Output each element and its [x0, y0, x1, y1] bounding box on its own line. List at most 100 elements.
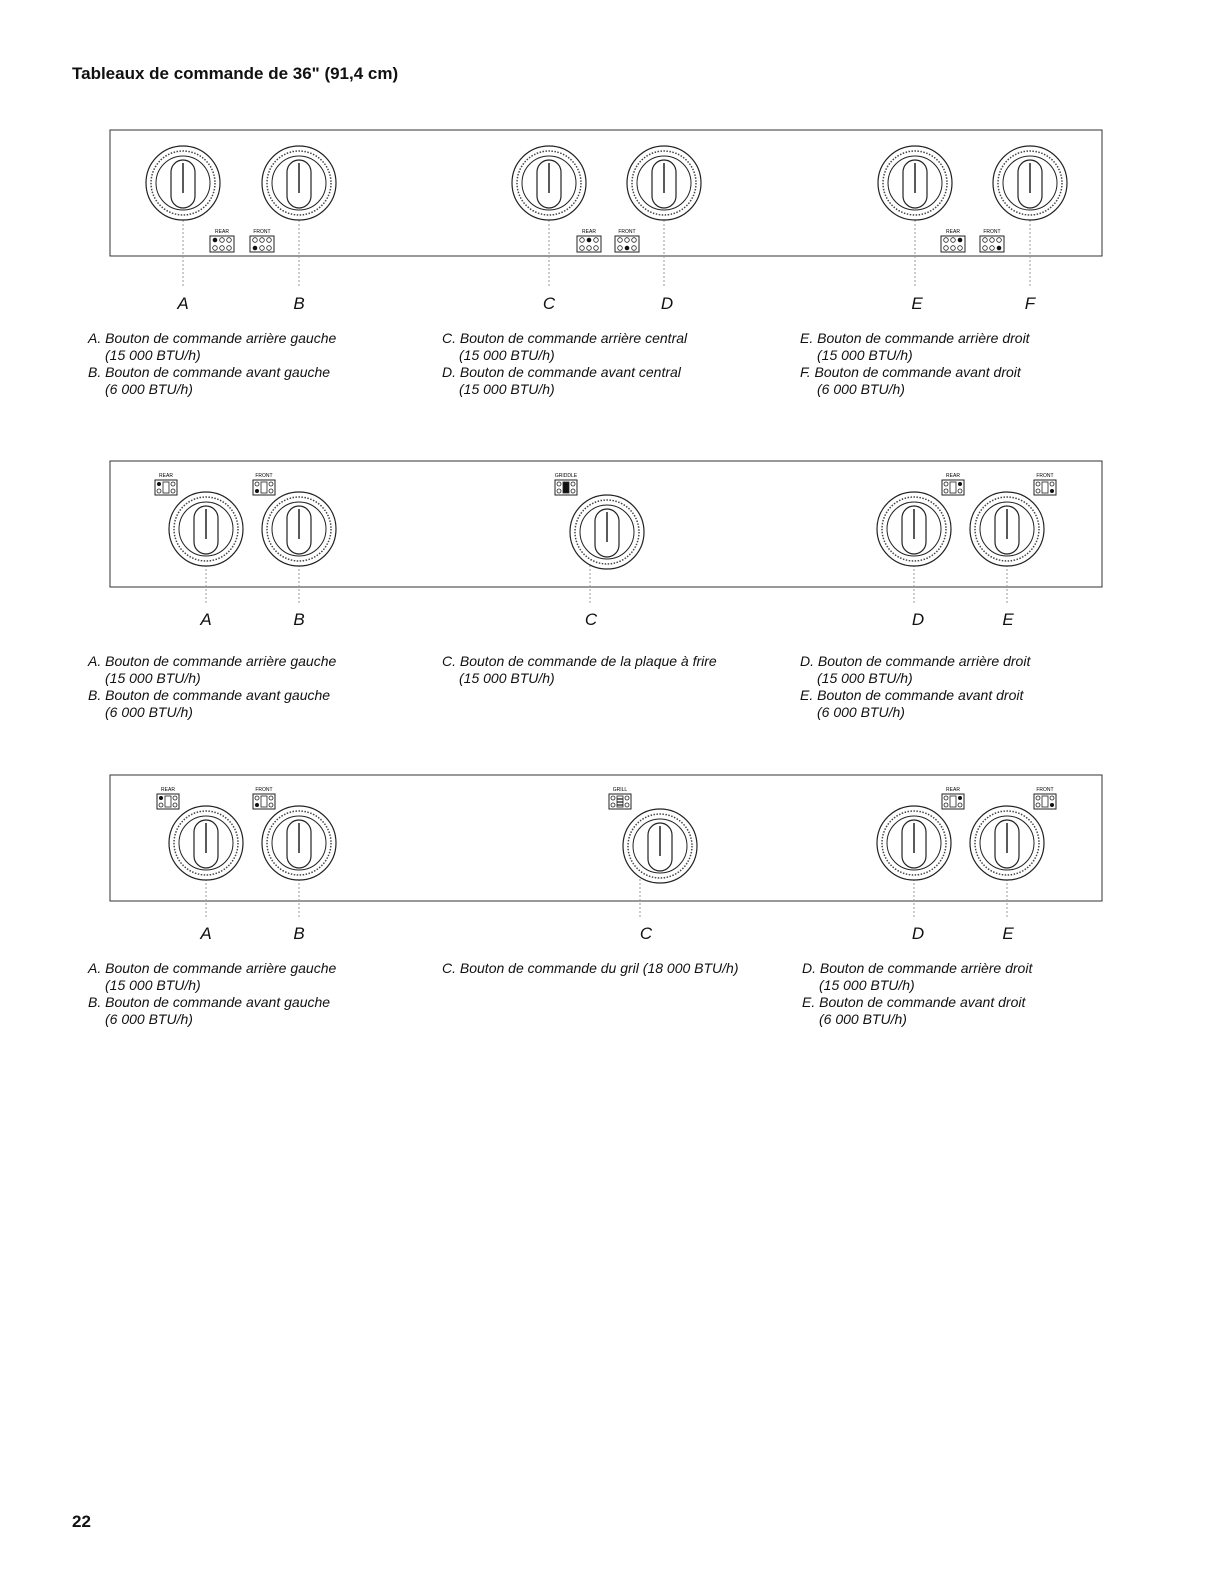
knob-d: [876, 805, 952, 918]
knob-b: [261, 491, 337, 604]
caption-e-btu: (6 000 BTU/h): [817, 704, 905, 720]
svg-text:REAR: REAR: [159, 473, 173, 479]
callout-letter-b: B: [293, 924, 304, 943]
caption-a-btu: (15 000 BTU/h): [105, 977, 201, 993]
knob-c: [569, 494, 645, 604]
callout-letter-e: E: [1002, 924, 1014, 943]
caption-a-label: A. Bouton de commande arrière gauche: [88, 653, 337, 669]
callout-letter-a: A: [176, 294, 188, 313]
page-title: Tableaux de commande de 36" (91,4 cm): [72, 64, 399, 83]
knob-c: [622, 808, 698, 918]
burner-indicator-right: REAR FRONT: [940, 229, 1005, 253]
caption-b-label: B. Bouton de commande avant gauche: [88, 364, 331, 380]
knob-c: [511, 145, 587, 288]
burner-indicator-center: REAR FRONT: [576, 229, 640, 253]
callout-letter-c: C: [543, 294, 556, 313]
svg-text:REAR: REAR: [946, 473, 960, 479]
callout-letter-e: E: [1002, 610, 1014, 629]
knob-a: [168, 805, 244, 918]
svg-text:REAR: REAR: [161, 787, 175, 793]
caption-b-label: B. Bouton de commande avant gauche: [88, 994, 331, 1010]
burner-indicator-rear-left: REAR: [154, 473, 178, 496]
knob-f: [992, 145, 1068, 288]
svg-text:GRIDDLE: GRIDDLE: [555, 473, 578, 479]
burner-indicator-rear-right: REAR: [941, 473, 965, 496]
callout-letter-c: C: [585, 610, 598, 629]
caption-column-right: E. Bouton de commande arrière droit (15 …: [800, 330, 1030, 398]
caption-c-label: C. Bouton de commande de la plaque à fri…: [442, 653, 717, 669]
knob-e: [877, 145, 953, 288]
caption-e-btu: (6 000 BTU/h): [819, 1011, 907, 1027]
burner-indicator-left: REAR FRONT: [209, 229, 275, 253]
caption-b-label: B. Bouton de commande avant gauche: [88, 687, 331, 703]
caption-column-left: A. Bouton de commande arrière gauche (15…: [88, 960, 336, 1028]
caption-d-btu: (15 000 BTU/h): [459, 381, 555, 397]
callout-letter-d: D: [912, 610, 924, 629]
caption-column-center: C. Bouton de commande arrière central (1…: [442, 330, 687, 398]
callout-letter-d: D: [661, 294, 673, 313]
callout-letter-a: A: [199, 610, 211, 629]
knob-e: [969, 491, 1045, 604]
caption-c-btu: (15 000 BTU/h): [459, 670, 555, 686]
callout-letter-a: A: [199, 924, 211, 943]
control-panel-2-diagram: REAR FRONT GRIDDLE REAR: [109, 460, 1103, 629]
caption-e-label: E. Bouton de commande avant droit: [800, 687, 1024, 703]
burner-indicator-rear-left: REAR: [156, 787, 180, 810]
svg-text:REAR: REAR: [946, 787, 960, 793]
page-number: 22: [72, 1512, 91, 1531]
svg-text:FRONT: FRONT: [1036, 787, 1053, 793]
svg-text:FRONT: FRONT: [618, 229, 635, 235]
caption-a-btu: (15 000 BTU/h): [105, 670, 201, 686]
burner-indicator-front-right: FRONT: [1033, 787, 1057, 810]
svg-text:FRONT: FRONT: [1036, 473, 1053, 479]
caption-a-label: A. Bouton de commande arrière gauche: [88, 960, 337, 976]
svg-text:FRONT: FRONT: [253, 229, 270, 235]
svg-text:FRONT: FRONT: [255, 787, 272, 793]
caption-column-right: D. Bouton de commande arrière droit (15 …: [802, 960, 1032, 1028]
caption-c-btu: (15 000 BTU/h): [459, 347, 555, 363]
caption-column-right: D. Bouton de commande arrière droit (15 …: [800, 653, 1030, 721]
callout-letter-f: F: [1025, 294, 1037, 313]
svg-text:REAR: REAR: [582, 229, 596, 235]
knob-d: [626, 145, 702, 288]
caption-b-btu: (6 000 BTU/h): [105, 381, 193, 397]
burner-indicator-rear-right: REAR: [941, 787, 965, 810]
caption-d-label: D. Bouton de commande avant central: [442, 364, 681, 380]
knob-a: [145, 145, 221, 288]
control-panel-1-diagram: REAR FRONT REAR FRONT REAR FRONT A B C D…: [109, 129, 1103, 313]
caption-b-btu: (6 000 BTU/h): [105, 1011, 193, 1027]
callout-letter-e: E: [911, 294, 923, 313]
caption-column-center: C. Bouton de commande du gril (18 000 BT…: [442, 960, 739, 977]
caption-e-label: E. Bouton de commande arrière droit: [800, 330, 1030, 346]
svg-text:FRONT: FRONT: [983, 229, 1000, 235]
callout-letter-b: B: [293, 610, 304, 629]
caption-b-btu: (6 000 BTU/h): [105, 704, 193, 720]
caption-d-btu: (15 000 BTU/h): [817, 670, 913, 686]
control-panel-3-diagram: REAR FRONT GRILL REAR: [109, 774, 1103, 943]
caption-f-label: F. Bouton de commande avant droit: [800, 364, 1021, 380]
knob-a: [168, 491, 244, 604]
caption-e-btu: (15 000 BTU/h): [817, 347, 913, 363]
caption-a-btu: (15 000 BTU/h): [105, 347, 201, 363]
griddle-indicator: GRIDDLE: [554, 473, 578, 496]
callout-letter-d: D: [912, 924, 924, 943]
svg-text:REAR: REAR: [946, 229, 960, 235]
svg-text:GRILL: GRILL: [613, 787, 628, 793]
caption-c-label: C. Bouton de commande arrière central: [442, 330, 688, 346]
caption-d-label: D. Bouton de commande arrière droit: [800, 653, 1031, 669]
caption-column-left: A. Bouton de commande arrière gauche (15…: [88, 330, 336, 398]
caption-d-label: D. Bouton de commande arrière droit: [802, 960, 1033, 976]
knob-e: [969, 805, 1045, 918]
grill-indicator: GRILL: [608, 787, 632, 810]
callout-letter-c: C: [640, 924, 653, 943]
burner-indicator-front-right: FRONT: [1033, 473, 1057, 496]
burner-indicator-front-left: FRONT: [252, 473, 276, 496]
svg-text:REAR: REAR: [215, 229, 229, 235]
caption-column-center: C. Bouton de commande de la plaque à fri…: [442, 653, 717, 687]
caption-d-btu: (15 000 BTU/h): [819, 977, 915, 993]
caption-a-label: A. Bouton de commande arrière gauche: [88, 330, 337, 346]
knob-b: [261, 805, 337, 918]
caption-column-left: A. Bouton de commande arrière gauche (15…: [88, 653, 336, 721]
knob-b: [261, 145, 337, 288]
burner-indicator-front-left: FRONT: [252, 787, 276, 810]
